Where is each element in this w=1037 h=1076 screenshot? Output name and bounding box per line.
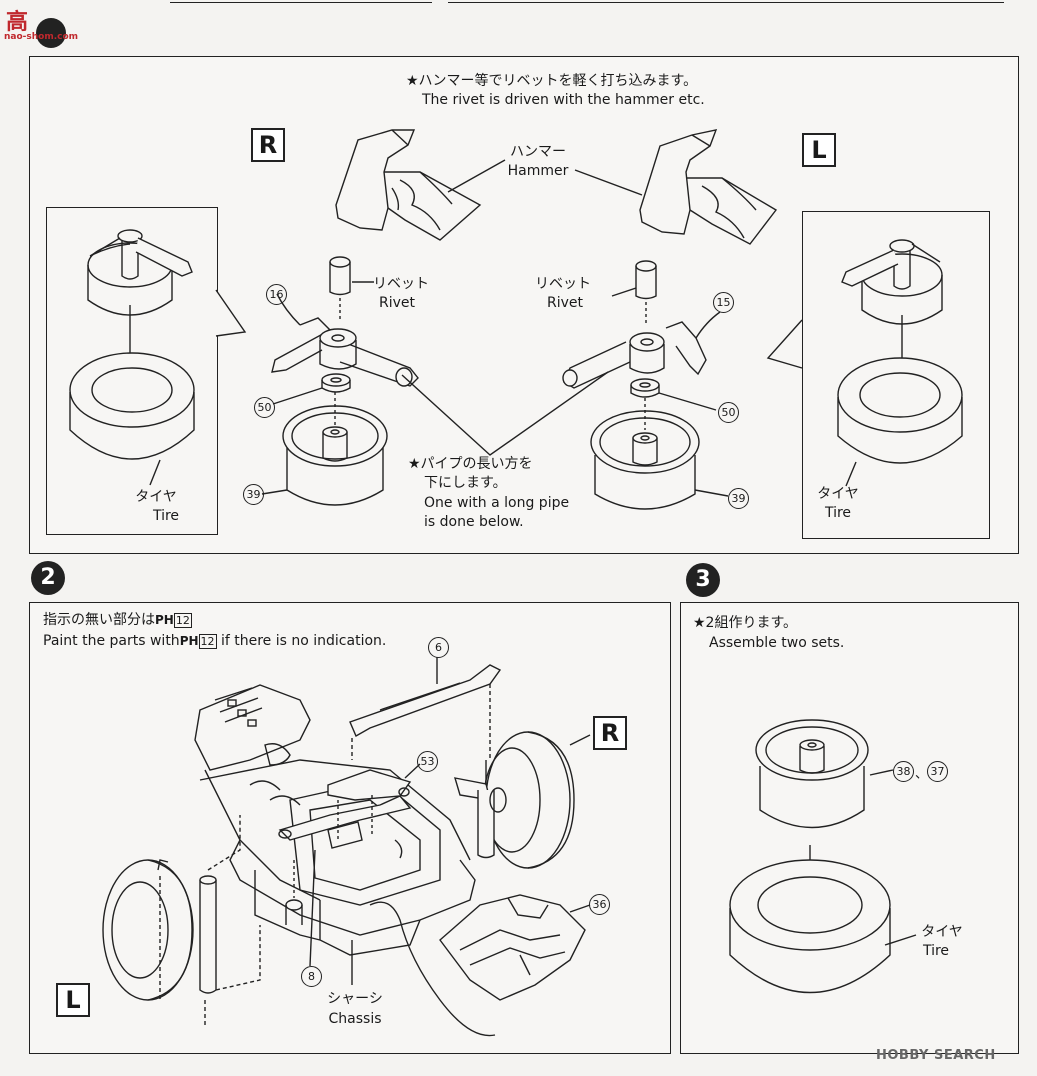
step3-note-jp: ★2組作ります。	[693, 615, 798, 631]
paint-note-jp-text: 指示の無い部分は	[43, 612, 155, 628]
hammer-leader-left	[447, 159, 506, 193]
hammer-leader-right	[574, 169, 643, 196]
step3-tire-label-en: Tire	[922, 943, 950, 959]
tire-label-en-left: Tire	[152, 508, 180, 524]
part-number-15: 15	[713, 292, 734, 313]
paint-code-en: 12	[198, 634, 217, 649]
side-label-r-step1: R	[251, 128, 285, 162]
part-number-50-right: 50	[718, 402, 739, 423]
paint-note-en-pre: Paint the parts with	[43, 633, 180, 649]
side-label-l-step2: L	[56, 983, 90, 1017]
washer-50-left-art	[272, 373, 351, 405]
part-number-53: 53	[417, 751, 438, 772]
part-number-8: 8	[301, 966, 322, 987]
part-number-37: 37	[927, 761, 948, 782]
wheel-39-right-art	[590, 398, 729, 510]
paint-prefix-jp: PH	[155, 613, 174, 627]
pipe-note-en-1: One with a long pipe	[424, 495, 570, 511]
step3-tire-label-jp: タイヤ	[921, 924, 963, 940]
pipe-note-jp-2: 下にします。	[424, 475, 507, 491]
wire-art	[369, 901, 496, 1037]
step3-parts-label: 38 、 37	[893, 761, 973, 782]
plate-53-art	[278, 763, 421, 859]
rivet-label-en-left: Rivet	[378, 295, 415, 311]
tire-label-en-right: Tire	[824, 505, 852, 521]
chassis-label-en: Chassis	[328, 1011, 382, 1027]
rivet-right-art	[611, 260, 657, 326]
step2-number: 2	[31, 561, 65, 595]
step1-note-en: The rivet is driven with the hammer etc.	[422, 92, 705, 108]
chassis-label-jp: シャーシ	[327, 991, 383, 1007]
tire-label-jp-right: タイヤ	[817, 486, 859, 502]
step3-tire-art	[729, 859, 917, 994]
tire-label-jp-left: タイヤ	[135, 489, 177, 505]
step3-wheel-art	[755, 719, 894, 898]
step3-number: 3	[686, 563, 720, 597]
knuckle-15-art	[562, 311, 721, 389]
watermark-url: nao-shom.com	[4, 32, 79, 42]
step3-panel	[680, 602, 1019, 1054]
rivet-left-art	[329, 256, 374, 322]
rivet-label-en-right: Rivet	[546, 295, 583, 311]
hammer-right-art	[639, 129, 778, 245]
hammer-left-art	[335, 129, 482, 241]
part-number-39-left: 39	[243, 484, 264, 505]
paint-note-en-post: if there is no indication.	[220, 633, 387, 649]
part-number-36: 36	[589, 894, 610, 915]
subpanel-left-wheel-art	[69, 229, 195, 486]
side-label-l-step1: L	[802, 133, 836, 167]
hammer-label-jp: ハンマー	[510, 144, 566, 160]
washer-50-right-art	[630, 378, 717, 411]
wing-36-art	[439, 894, 591, 1001]
side-label-r-step2: R	[593, 716, 627, 750]
rivet-label-jp-left: リベット	[373, 276, 429, 292]
pipe-note-en-2: is done below.	[424, 514, 524, 530]
top-edge-right	[448, 0, 1004, 3]
hammer-label-en: Hammer	[507, 163, 569, 179]
subpanel-right-wheel-art	[837, 239, 963, 487]
top-edge-left	[170, 0, 432, 3]
wheel-39-left-art	[261, 392, 388, 506]
bar-6-art	[349, 657, 502, 760]
wheel-r-art	[454, 731, 591, 869]
rivet-label-jp-right: リベット	[535, 276, 591, 292]
watermark-hobbysearch: HOBBY SEARCH	[876, 1048, 996, 1063]
part-number-39-right: 39	[728, 488, 749, 509]
part-separator: 、	[915, 767, 929, 782]
part-number-38: 38	[893, 761, 914, 782]
part-number-6: 6	[428, 637, 449, 658]
watermark-logo: 高	[6, 10, 29, 35]
pipe-note-leaders	[401, 371, 609, 456]
wheel-l-art	[102, 815, 303, 1025]
watermark-logo-circle	[36, 18, 66, 48]
knuckle-16-art	[271, 293, 419, 387]
step3-note-en: Assemble two sets.	[709, 635, 845, 651]
pipe-note-jp-1: ★パイプの長い方を	[408, 456, 533, 472]
part8-leader	[309, 849, 316, 967]
paint-code-jp: 12	[173, 613, 192, 628]
callout-wedges	[215, 289, 803, 369]
part-number-50-left: 50	[254, 397, 275, 418]
step1-note-jp: ★ハンマー等でリベットを軽く打ち込みます。	[406, 73, 698, 89]
paint-prefix-en: PH	[179, 634, 199, 648]
